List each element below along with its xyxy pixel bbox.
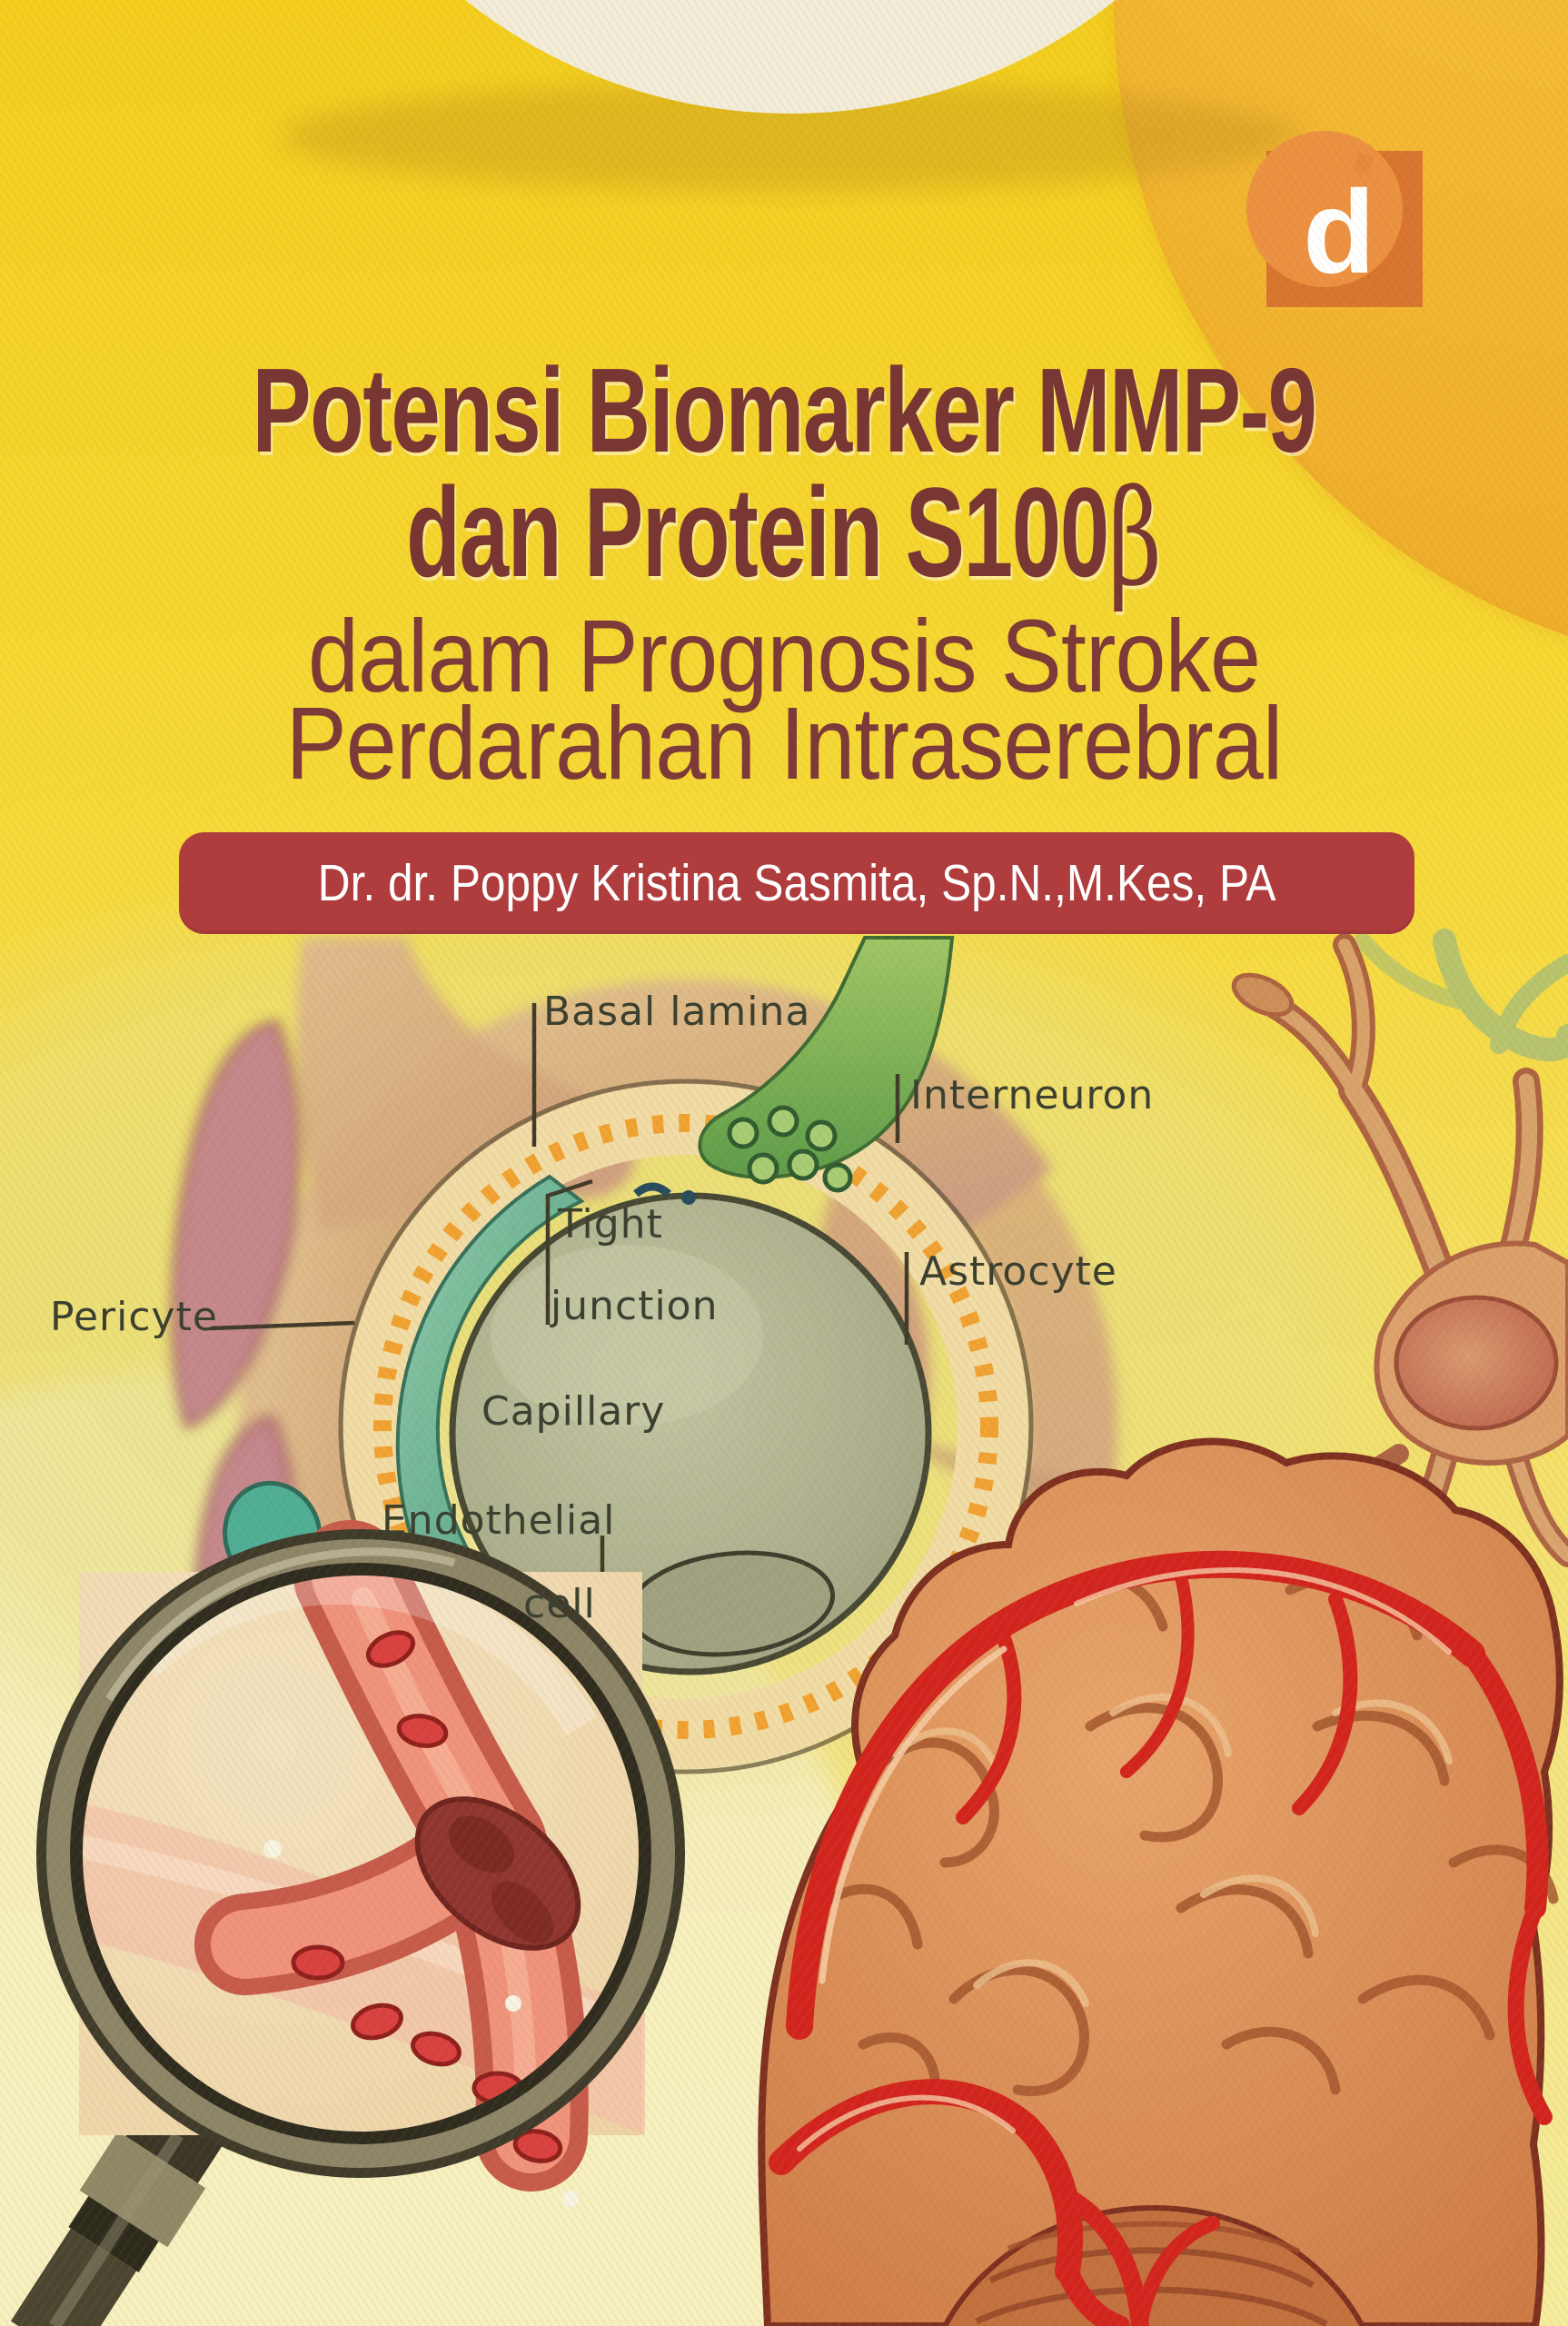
capillary-outer-outline bbox=[338, 1079, 1034, 1774]
logo-letter-notch bbox=[1353, 152, 1374, 177]
label-basal-lamina: Basal lamina bbox=[543, 989, 811, 1035]
label-interneuron: Interneuron bbox=[910, 1072, 1155, 1118]
title-beta-symbol: β bbox=[1107, 462, 1162, 616]
endothelial-nucleus bbox=[627, 1550, 836, 1657]
publisher-logo: d bbox=[1303, 152, 1375, 298]
label-tight-junction-1: Tight bbox=[558, 1201, 663, 1247]
lumen-highlight bbox=[491, 1245, 763, 1426]
brain-arteries bbox=[769, 1550, 1553, 2326]
dendrite-endfoot bbox=[1231, 972, 1295, 1018]
subtitle-line-1: dalam Prognosis Stroke bbox=[307, 599, 1261, 713]
subtitle-line-2: Perdarahan Intraserebral bbox=[285, 686, 1284, 800]
magnifier-handle bbox=[10, 2097, 223, 2326]
magnifier-rim bbox=[36, 1529, 685, 2178]
synaptic-vesicles bbox=[727, 1105, 853, 1193]
magnifying-glass bbox=[10, 1529, 685, 2326]
pericyte-leader bbox=[210, 1320, 355, 1331]
label-capillary: Capillary bbox=[481, 1388, 666, 1435]
cream-circle-shadow bbox=[282, 82, 1299, 191]
tight-junction-leader bbox=[545, 1178, 593, 1325]
label-endothelial-1: Endothelial bbox=[382, 1497, 616, 1544]
brain-illustration bbox=[758, 1437, 1563, 2326]
label-pericyte: Pericyte bbox=[50, 1294, 218, 1340]
label-leader-lines bbox=[210, 1003, 909, 1692]
label-tight-junction-2: junction bbox=[551, 1283, 719, 1329]
basal-lamina-dots bbox=[373, 1114, 998, 1739]
tight-junction-marker bbox=[633, 1182, 696, 1205]
cream-circle-decor bbox=[465, 0, 1116, 114]
title-line-2: dan Protein S100β bbox=[235, 469, 1333, 606]
logo-letter: d bbox=[1303, 165, 1374, 298]
label-endothelial-2: cell bbox=[523, 1581, 596, 1627]
interneuron-cell bbox=[698, 936, 955, 1193]
title-line-1: Potensi Biomarker MMP-9 bbox=[252, 343, 1316, 477]
author-bar: Dr. dr. Poppy Kristina Sasmita, Sp.N.,M.… bbox=[179, 832, 1414, 934]
neuron-nucleus bbox=[1394, 1295, 1559, 1431]
synapse-green-strands bbox=[1355, 929, 1568, 1062]
label-astrocyte: Astrocyte bbox=[919, 1248, 1117, 1295]
author-name: Dr. dr. Poppy Kristina Sasmita, Sp.N.,M.… bbox=[317, 854, 1276, 912]
title-line-2-main: dan Protein S100 bbox=[406, 461, 1109, 603]
